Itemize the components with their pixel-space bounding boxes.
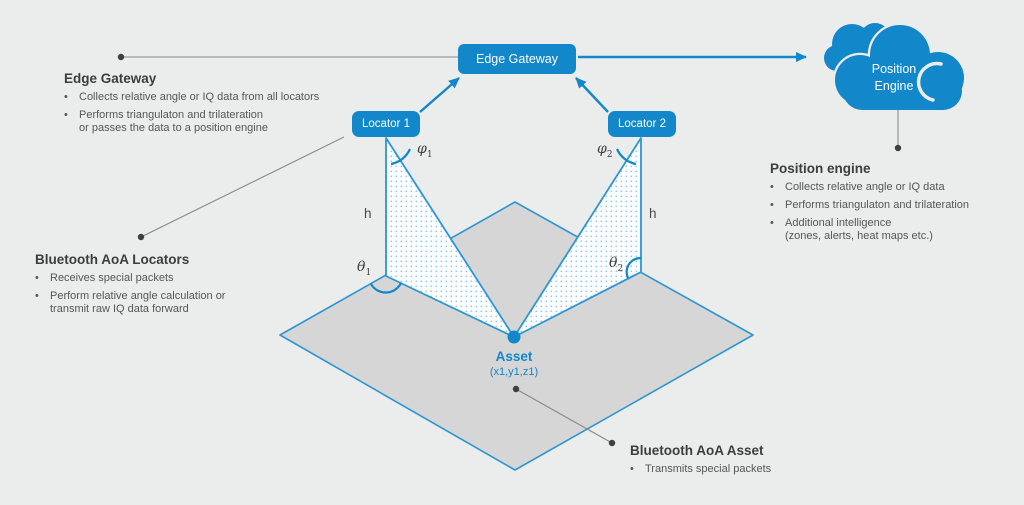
position-engine-section-title: Position engine: [770, 161, 871, 176]
theta1-label: θ1: [357, 259, 372, 278]
list-item: • Receives special packets: [35, 272, 174, 284]
aoa-locators-section: Bluetooth AoA Locators • Receives specia…: [35, 252, 295, 321]
position-engine-section: Position engine • Collects relative angl…: [770, 161, 1015, 248]
aoa-locators-section-title: Bluetooth AoA Locators: [35, 252, 190, 267]
aoa-asset-section: Bluetooth AoA Asset • Transmits special …: [630, 443, 850, 481]
list-item: • Collects relative angle or IQ data: [770, 181, 945, 193]
cloud-label-line2: Engine: [874, 79, 914, 93]
locator2-beam: [513, 137, 642, 338]
theta2-label: θ2: [609, 255, 624, 274]
cloud-label: Position Engine: [853, 61, 935, 95]
bullet-icon: •: [770, 199, 774, 211]
edge-gateway-section-title: Edge Gateway: [64, 71, 157, 86]
bullet-icon: •: [35, 290, 39, 302]
list-item: • Perform relative angle calculation or …: [35, 290, 226, 315]
phi1-arc: [390, 148, 412, 166]
arrow-locator2-to-gateway: [575, 77, 609, 113]
height-label-right: h: [649, 206, 657, 221]
edge-gateway-node: Edge Gateway: [458, 44, 576, 74]
phi2-label: φ2: [597, 141, 613, 160]
bullet-icon: •: [770, 217, 774, 229]
locator1-node: Locator 1: [352, 111, 420, 137]
bullet-icon: •: [770, 181, 774, 193]
callout-locators: [140, 136, 345, 238]
list-item: • Transmits special packets: [630, 463, 772, 475]
callout-dots: [117, 53, 902, 447]
phi1-label: φ1: [417, 141, 433, 160]
callout-lines: [121, 56, 899, 444]
phi2-arc: [615, 148, 637, 166]
edge-gateway-section: Edge Gateway • Collects relative angle o…: [64, 71, 374, 140]
theta2-arc: [625, 256, 642, 279]
edge-gateway-node-label: Edge Gateway: [476, 52, 558, 66]
list-item: • Performs triangulaton and trilateratio…: [64, 109, 268, 134]
locator1-beam: [385, 137, 515, 338]
callout-asset: [515, 388, 613, 444]
asset-coordinates: (x1,y1,z1): [489, 366, 539, 378]
cloud-icon: [824, 22, 964, 110]
bullet-icon: •: [64, 109, 68, 121]
locator2-node: Locator 2: [608, 111, 676, 137]
locator2-node-label: Locator 2: [618, 118, 666, 130]
height-label-left: h: [364, 206, 372, 221]
list-item: • Additional intelligence (zones, alerts…: [770, 217, 933, 242]
theta1-arc: [370, 282, 402, 294]
asset-name: Asset: [495, 349, 533, 364]
asset-label: Asset (x1,y1,z1): [464, 349, 564, 378]
list-item: • Collects relative angle or IQ data fro…: [64, 91, 320, 103]
bullet-icon: •: [630, 463, 634, 475]
bullet-icon: •: [64, 91, 68, 103]
list-item: • Performs triangulaton and trilateratio…: [770, 199, 970, 211]
bullet-icon: •: [35, 272, 39, 284]
locator1-node-label: Locator 1: [362, 118, 410, 130]
arrow-locator1-to-gateway: [419, 77, 460, 113]
aoa-asset-section-title: Bluetooth AoA Asset: [630, 443, 764, 458]
asset-point: [507, 330, 521, 344]
cloud-label-line1: Position: [871, 62, 917, 76]
